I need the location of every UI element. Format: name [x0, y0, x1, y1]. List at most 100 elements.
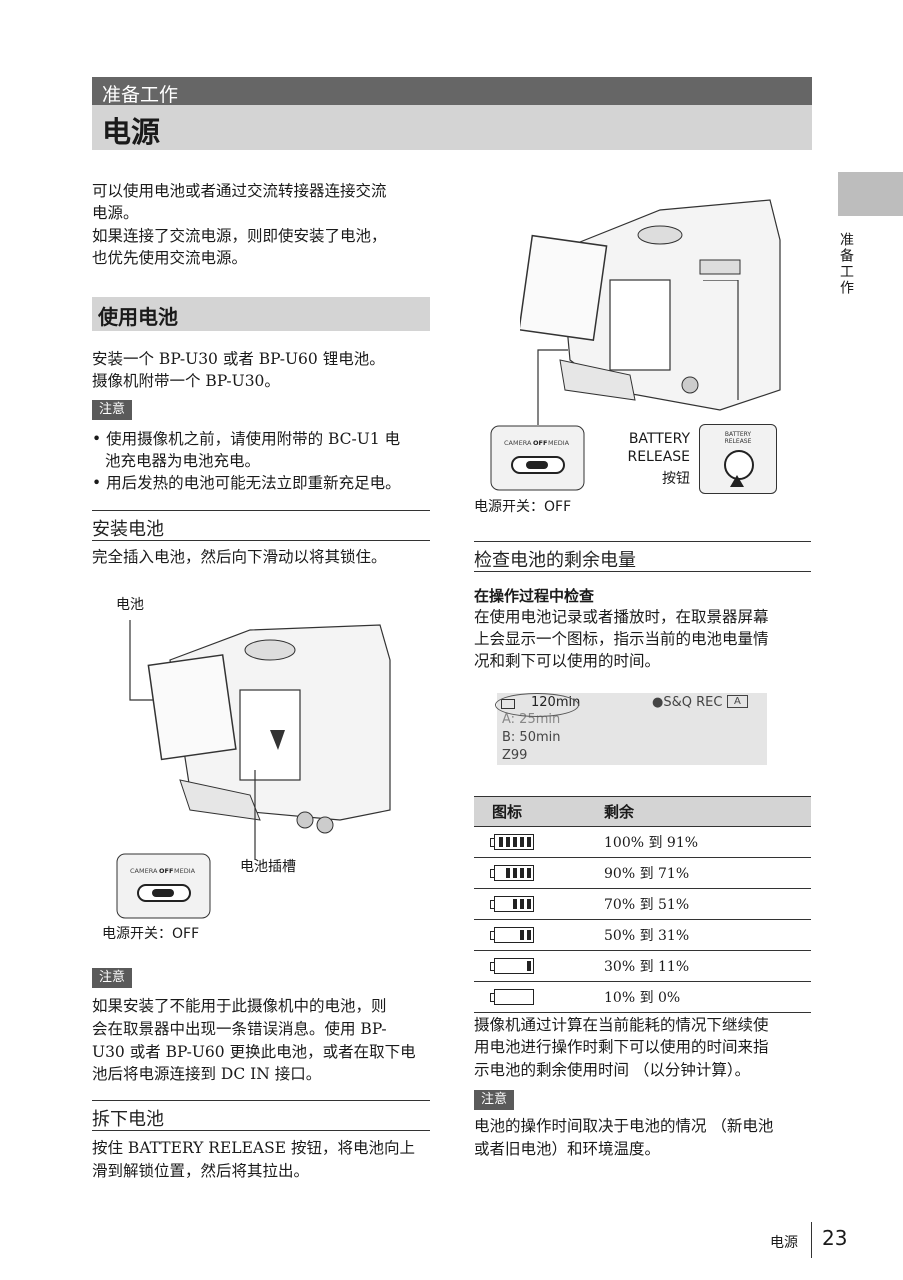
battery-bar	[527, 899, 531, 909]
release-label: BATTERY	[628, 431, 690, 447]
vf-rec: ●S&Q REC	[652, 695, 723, 710]
intro-line: 也优先使用交流电源。	[92, 249, 248, 267]
use-battery-line: 摄像机附带一个 BP-U30。	[92, 372, 280, 390]
footer-divider	[811, 1222, 812, 1258]
battery-bar	[499, 837, 503, 847]
battery-cell	[474, 981, 603, 1013]
rule	[92, 1100, 430, 1101]
battery-bar	[527, 837, 531, 847]
range-cell: 30% 到 11%	[603, 950, 811, 982]
power-switch-remove: CAMERA OFF MEDIA	[490, 425, 585, 491]
table-row: 100% 到 91%	[474, 826, 811, 858]
page-title: 电源	[102, 115, 161, 149]
battery-level-icon	[490, 896, 534, 912]
callout-battery: 电池	[116, 597, 144, 613]
vf-line: B: 50min	[502, 730, 561, 745]
remove-line: 按住 BATTERY RELEASE 按钮，将电池向上	[92, 1139, 415, 1157]
battery-cell	[474, 950, 603, 982]
battery-level-icon	[490, 989, 534, 1005]
note-badge: 注意	[474, 1090, 514, 1110]
range-cell: 100% 到 91%	[603, 826, 811, 858]
callout-lines	[537, 280, 739, 425]
table-row: 70% 到 51%	[474, 888, 811, 920]
install-body: 完全插入电池，然后向下滑动以将其锁住。	[92, 548, 387, 566]
battery-bar	[527, 930, 531, 940]
after-table-line: 摄像机通过计算在当前能耗的情况下继续使	[474, 1016, 769, 1034]
battery-bar	[506, 868, 510, 878]
callout-slot: 电池插槽	[240, 859, 296, 875]
power-switch-install: CAMERA OFF MEDIA	[116, 853, 211, 919]
install-heading: 安装电池	[92, 519, 164, 540]
svg-text:MEDIA: MEDIA	[548, 439, 570, 447]
note3-line: 电池的操作时间取决于电池的情况 （新电池	[474, 1117, 774, 1135]
camera-illustration-remove	[520, 199, 781, 411]
battery-level-table: 图标 剩余 100% 到 91%90% 到 71%70% 到 51%50% 到 …	[474, 796, 811, 1013]
note-badge: 注意	[92, 968, 132, 988]
table-header: 剩余	[603, 796, 811, 827]
check-line: 在使用电池记录或者播放时，在取景器屏幕	[474, 608, 769, 626]
page-number: 23	[822, 1226, 848, 1250]
release-label: 按钮	[662, 471, 690, 487]
vf-line: Z99	[502, 748, 528, 763]
rule	[474, 541, 811, 542]
table-header: 图标	[474, 796, 603, 827]
battery-cell	[474, 888, 603, 920]
footer-section: 电源	[770, 1235, 798, 1251]
note2-line: 池后将电源连接到 DC IN 接口。	[92, 1065, 322, 1083]
section-label: 准备工作	[102, 84, 179, 106]
check-line: 况和剩下可以使用的时间。	[474, 652, 661, 670]
table-row: 90% 到 71%	[474, 857, 811, 889]
intro-line: 电源。	[92, 204, 139, 222]
range-cell: 70% 到 51%	[603, 888, 811, 920]
up-arrow-icon	[730, 475, 744, 487]
battery-bar	[506, 837, 510, 847]
battery-level-icon	[490, 958, 534, 974]
remove-heading: 拆下电池	[92, 1109, 164, 1130]
check-heading: 检查电池的剩余电量	[474, 550, 636, 571]
battery-bar	[513, 899, 517, 909]
battery-cell	[474, 826, 603, 858]
battery-bar	[513, 868, 517, 878]
table-row: 10% 到 0%	[474, 981, 811, 1013]
rule	[474, 571, 811, 572]
release-button-box: BATTERY RELEASE	[699, 424, 777, 494]
battery-bar	[520, 899, 524, 909]
switch-caption: 电源开关：OFF	[474, 499, 572, 515]
vf-box: A	[727, 695, 748, 708]
battery-bar	[520, 930, 524, 940]
svg-text:OFF: OFF	[159, 867, 173, 875]
use-battery-heading: 使用电池	[98, 305, 178, 329]
battery-level-icon	[490, 927, 534, 943]
note-line: • 使用摄像机之前，请使用附带的 BC-U1 电	[92, 430, 401, 448]
release-small: BATTERY	[724, 431, 752, 438]
use-battery-heading-bar: 使用电池	[92, 297, 430, 331]
rule	[92, 510, 430, 511]
note-line: 池充电器为电池充电。	[105, 452, 261, 470]
range-cell: 90% 到 71%	[603, 857, 811, 889]
camera-illustration-install	[129, 620, 391, 860]
use-battery-line: 安装一个 BP-U30 或者 BP-U60 锂电池。	[92, 350, 385, 368]
battery-bar	[520, 837, 524, 847]
highlight-ellipse	[495, 693, 579, 717]
intro-line: 如果连接了交流电源，则即使安装了电池，	[92, 227, 387, 245]
check-subheading: 在操作过程中检查	[474, 587, 595, 605]
svg-text:CAMERA: CAMERA	[504, 439, 532, 447]
release-small: RELEASE	[724, 438, 752, 445]
note2-line: U30 或者 BP-U60 更换此电池，或者在取下电	[92, 1043, 416, 1061]
svg-text:CAMERA: CAMERA	[130, 867, 158, 875]
note2-line: 如果安装了不能用于此摄像机中的电池，则	[92, 997, 387, 1015]
battery-level-icon	[490, 834, 534, 850]
switch-caption: 电源开关：OFF	[102, 926, 200, 942]
table-row: 30% 到 11%	[474, 950, 811, 982]
battery-level-icon	[490, 865, 534, 881]
note-line: • 用后发热的电池可能无法立即重新充足电。	[92, 474, 401, 492]
battery-cell	[474, 857, 603, 889]
release-label: RELEASE	[627, 449, 690, 465]
range-cell: 50% 到 31%	[603, 919, 811, 951]
remove-line: 滑到解锁位置，然后将其拉出。	[92, 1162, 310, 1180]
after-table-line: 用电池进行操作时剩下可以使用的时间来指	[474, 1038, 769, 1056]
rule	[92, 1130, 430, 1131]
intro-line: 可以使用电池或者通过交流转接器连接交流	[92, 182, 387, 200]
svg-text:MEDIA: MEDIA	[174, 867, 196, 875]
table-row: 50% 到 31%	[474, 919, 811, 951]
